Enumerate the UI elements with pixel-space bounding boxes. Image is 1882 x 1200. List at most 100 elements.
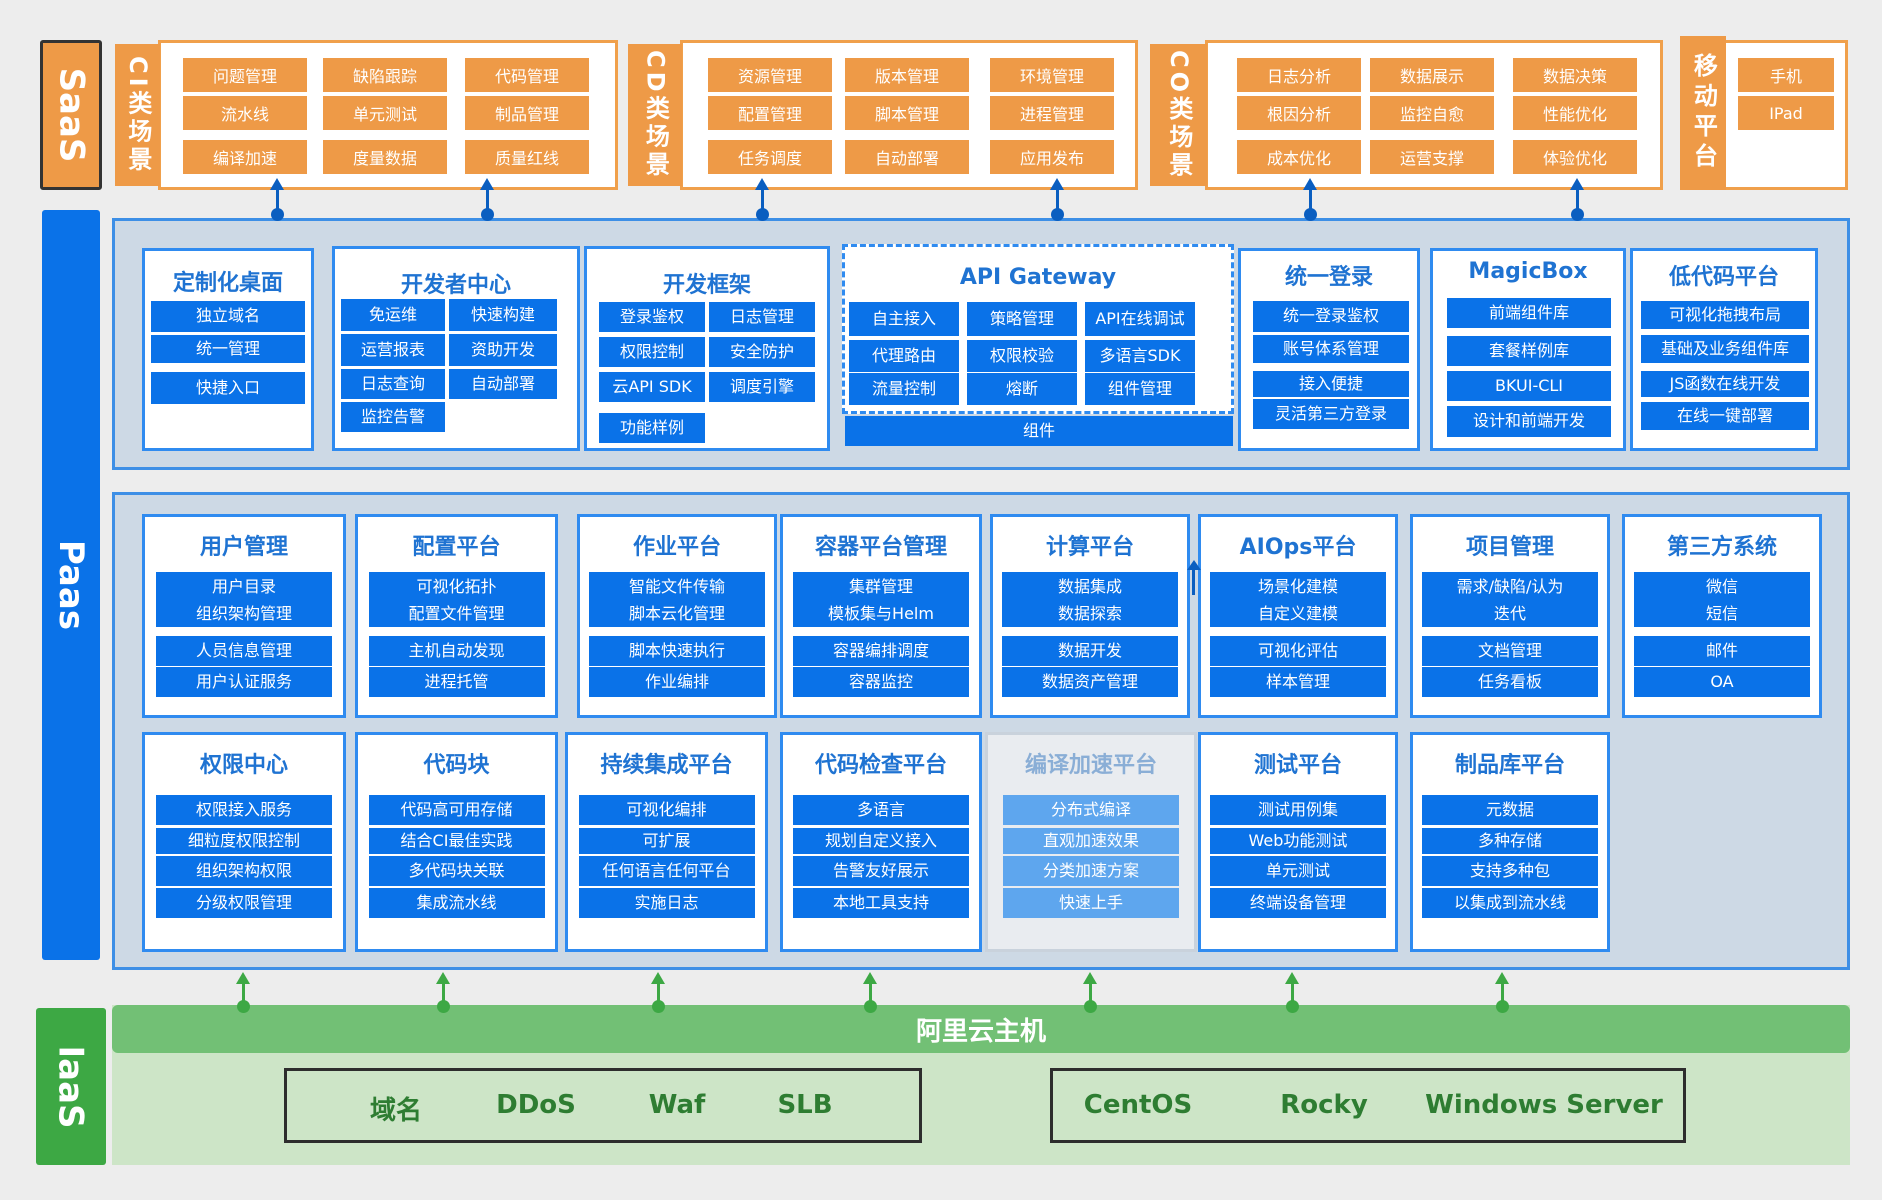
- paas-mid-card-item: 多语言: [793, 795, 969, 825]
- devcenter-item: 日志查询: [341, 369, 445, 399]
- saas-connector-line: [1309, 186, 1312, 216]
- paas-mid-card: AIOps平台场景化建模自定义建模可视化评估样本管理: [1198, 514, 1398, 718]
- saas-connector-arrow: [270, 178, 284, 190]
- paas-mid-card-item: 终端设备管理: [1210, 888, 1386, 918]
- paas-mid-card-item: 可视化拓扑: [368, 572, 545, 602]
- co-item: 体验优化: [1513, 140, 1637, 174]
- paas-mid-card: 制品库平台元数据多种存储支持多种包以集成到流水线: [1410, 732, 1610, 952]
- saas-connector-dot: [1571, 208, 1584, 221]
- paas-mid-card-item: 需求/缺陷/认为: [1422, 572, 1598, 602]
- iaas-connector-arrow: [236, 972, 250, 984]
- paas-mid-card-item: 模板集与Helm: [793, 601, 969, 627]
- saas-layer-label: SaaS: [40, 40, 102, 190]
- paas-mid-card-title: 代码检查平台: [814, 753, 947, 778]
- paas-mid-card-title: 项目管理: [1465, 535, 1554, 560]
- saas-connector-arrow: [1570, 178, 1584, 190]
- framework-item: 调度引擎: [709, 372, 815, 402]
- paas-mid-card-item: 可扩展: [578, 828, 755, 854]
- paas-mid-card-item: OA: [1634, 667, 1810, 697]
- iaas-connector-line: [657, 980, 660, 1010]
- paas-mid-card-item: 多代码块关联: [368, 856, 545, 886]
- saas-connector-dot: [481, 208, 494, 221]
- iaas-layer-label: IaaS: [36, 1008, 106, 1165]
- ci-item: 流水线: [183, 96, 307, 130]
- ci-item: 单元测试: [323, 96, 447, 130]
- co-item: 监控自愈: [1370, 96, 1494, 130]
- paas-mid-card-item: 权限接入服务: [156, 795, 332, 825]
- iaas-network-box: [284, 1068, 922, 1143]
- paas-mid-card-title: 第三方系统: [1666, 535, 1777, 560]
- paas-mid-card-item: 数据资产管理: [1002, 667, 1178, 697]
- paas-mid-card: 持续集成平台可视化编排可扩展任何语言任何平台实施日志: [565, 732, 768, 952]
- magicbox-item: BKUI-CLI: [1447, 371, 1611, 401]
- devcenter-item: 运营报表: [341, 334, 445, 366]
- iaas-os-item: Rocky: [1280, 1090, 1368, 1120]
- co-item: 数据展示: [1370, 58, 1494, 92]
- paas-mid-card-item: 支持多种包: [1422, 856, 1598, 886]
- framework-item: 权限控制: [599, 337, 705, 367]
- saas-connector-line: [276, 186, 279, 216]
- framework-item: 日志管理: [709, 302, 815, 332]
- paas-mid-card-title: 持续集成平台: [600, 753, 733, 778]
- paas-mid-card-item: 组织架构管理: [156, 601, 332, 627]
- iaas-connector-arrow: [651, 972, 665, 984]
- compute-arrow-line: [1192, 565, 1195, 595]
- iaas-connector-arrow: [1495, 972, 1509, 984]
- paas-mid-card-title: 测试平台: [1253, 753, 1342, 778]
- iaas-os-item: CentOS: [1083, 1090, 1193, 1120]
- iaas-header: 阿里云主机: [112, 1005, 1850, 1053]
- saas-connector-line: [1056, 186, 1059, 216]
- saas-connector-dot: [1304, 208, 1317, 221]
- cd-item: 环境管理: [990, 58, 1114, 92]
- paas-mid-card-title: 制品库平台: [1454, 753, 1565, 778]
- paas-mid-card-item: 脚本云化管理: [589, 601, 765, 627]
- iaas-connector-arrow: [436, 972, 450, 984]
- login-item: 账号体系管理: [1253, 335, 1409, 363]
- paas-mid-card-title: 容器平台管理: [814, 535, 947, 560]
- paas-mid-card-item: 集群管理: [793, 572, 969, 602]
- ci-item: 质量红线: [465, 140, 589, 174]
- paas-mid-card-item: 本地工具支持: [793, 888, 969, 918]
- framework-title: 开发框架: [662, 273, 751, 298]
- iaas-connector-line: [1089, 980, 1092, 1010]
- paas-mid-card-item: 邮件: [1634, 636, 1810, 666]
- paas-mid-card-item: Web功能测试: [1210, 828, 1386, 854]
- devcenter-item: 快速构建: [449, 299, 557, 331]
- saas-connector-arrow: [1050, 178, 1064, 190]
- paas-mid-card-item: 多种存储: [1422, 828, 1598, 854]
- paas-mid-card-item: 告警友好展示: [793, 856, 969, 886]
- cd-item: 进程管理: [990, 96, 1114, 130]
- iaas-connector-line: [869, 980, 872, 1010]
- paas-mid-card-title: 作业平台: [632, 535, 721, 560]
- saas-connector-line: [761, 186, 764, 216]
- paas-mid-card: 权限中心权限接入服务细粒度权限控制组织架构权限分级权限管理: [142, 732, 346, 952]
- mobile-item: 手机: [1738, 58, 1834, 92]
- magicbox-item: 套餐样例库: [1447, 336, 1611, 366]
- paas-mid-card-item: 分级权限管理: [156, 888, 332, 918]
- paas-mid-card-item: 直观加速效果: [1003, 828, 1179, 854]
- gateway-item: 多语言SDK: [1085, 340, 1195, 372]
- paas-mid-card: 代码检查平台多语言规划自定义接入告警友好展示本地工具支持: [780, 732, 982, 952]
- paas-mid-card-item: 快速上手: [1003, 888, 1179, 918]
- paas-mid-card-item: 微信: [1634, 572, 1810, 602]
- lowcode-item: 基础及业务组件库: [1641, 335, 1809, 363]
- gateway-item: API在线调试: [1085, 302, 1195, 336]
- saas-connector-dot: [1051, 208, 1064, 221]
- saas-connector-arrow: [480, 178, 494, 190]
- desktop-card: 定制化桌面独立域名统一管理快捷入口: [142, 248, 314, 451]
- paas-mid-card: 代码块代码高可用存储结合CI最佳实践多代码块关联集成流水线: [355, 732, 558, 952]
- paas-mid-card-title: 权限中心: [199, 753, 288, 778]
- paas-mid-card-item: 结合CI最佳实践: [368, 828, 545, 854]
- paas-mid-card: 编译加速平台分布式编译直观加速效果分类加速方案快速上手: [985, 732, 1197, 952]
- paas-mid-card-item: 任务看板: [1422, 667, 1598, 697]
- paas-mid-card-item: 迭代: [1422, 601, 1598, 627]
- gateway-item: 自主接入: [849, 302, 959, 336]
- login-title: 统一登录: [1284, 265, 1373, 290]
- ci-item: 编译加速: [183, 140, 307, 174]
- saas-connector-line: [486, 186, 489, 216]
- login-item: 灵活第三方登录: [1253, 399, 1409, 429]
- iaas-network-item: DDoS: [496, 1090, 576, 1120]
- ci-item: 代码管理: [465, 58, 589, 92]
- gateway-item: 熔断: [967, 373, 1077, 405]
